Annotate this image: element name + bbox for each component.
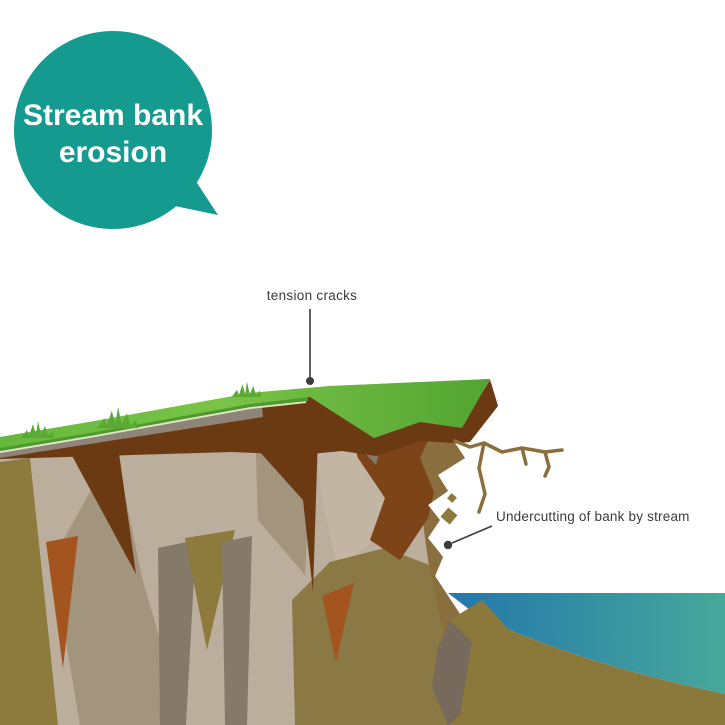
grass-edge-dark-line [0, 397, 309, 451]
speech-bubble-circle [14, 31, 212, 229]
crack-main [453, 439, 564, 454]
grass-layer [0, 379, 490, 453]
boulder-shadow-face [432, 620, 472, 725]
grass-tuft-2 [96, 407, 138, 429]
falling-debris-large [440, 507, 458, 525]
cliff-body [0, 379, 505, 725]
grass-tuft-3 [231, 381, 262, 397]
tension-crack-wedge-left [70, 446, 136, 574]
page-title-line1: Stream bank [22, 99, 204, 132]
crack-branch-mid [520, 446, 528, 466]
rock-midtan-column [52, 447, 185, 725]
falling-debris-small [447, 493, 457, 503]
rock-grey-spike-1 [158, 540, 196, 725]
rock-rust-spike-left [46, 536, 78, 668]
page-title-line2: erosion [58, 136, 168, 169]
grass-edge-pale-line [0, 401, 307, 453]
grass-tuft-1 [21, 421, 54, 438]
label-undercutting: Undercutting of bank by stream [496, 509, 690, 524]
tension-crack-wedge-center [258, 434, 318, 592]
crack-branch-down [477, 441, 487, 514]
undercut-leader-dot [443, 540, 453, 550]
grass-top [0, 379, 490, 448]
stream-shore-bank [460, 628, 725, 725]
stream-water [448, 593, 725, 694]
undercut-leader-line [451, 525, 493, 544]
rock-grey-spike-2 [222, 536, 252, 725]
label-tension-cracks: tension cracks [266, 288, 358, 303]
page-title: Stream bank erosion [13, 97, 213, 171]
title-speech-bubble [14, 31, 218, 229]
fallen-boulder [432, 600, 522, 725]
soil-layer [0, 380, 498, 459]
crack-branch-hook [543, 450, 551, 478]
rock-rust-wedge-center [322, 583, 354, 662]
bank-crack-lines [453, 439, 564, 514]
leader-lines [306, 309, 493, 550]
rock-olive-left-strip [0, 458, 58, 725]
under-grass-grey-band [0, 407, 263, 458]
tension-leader-dot [306, 377, 314, 385]
